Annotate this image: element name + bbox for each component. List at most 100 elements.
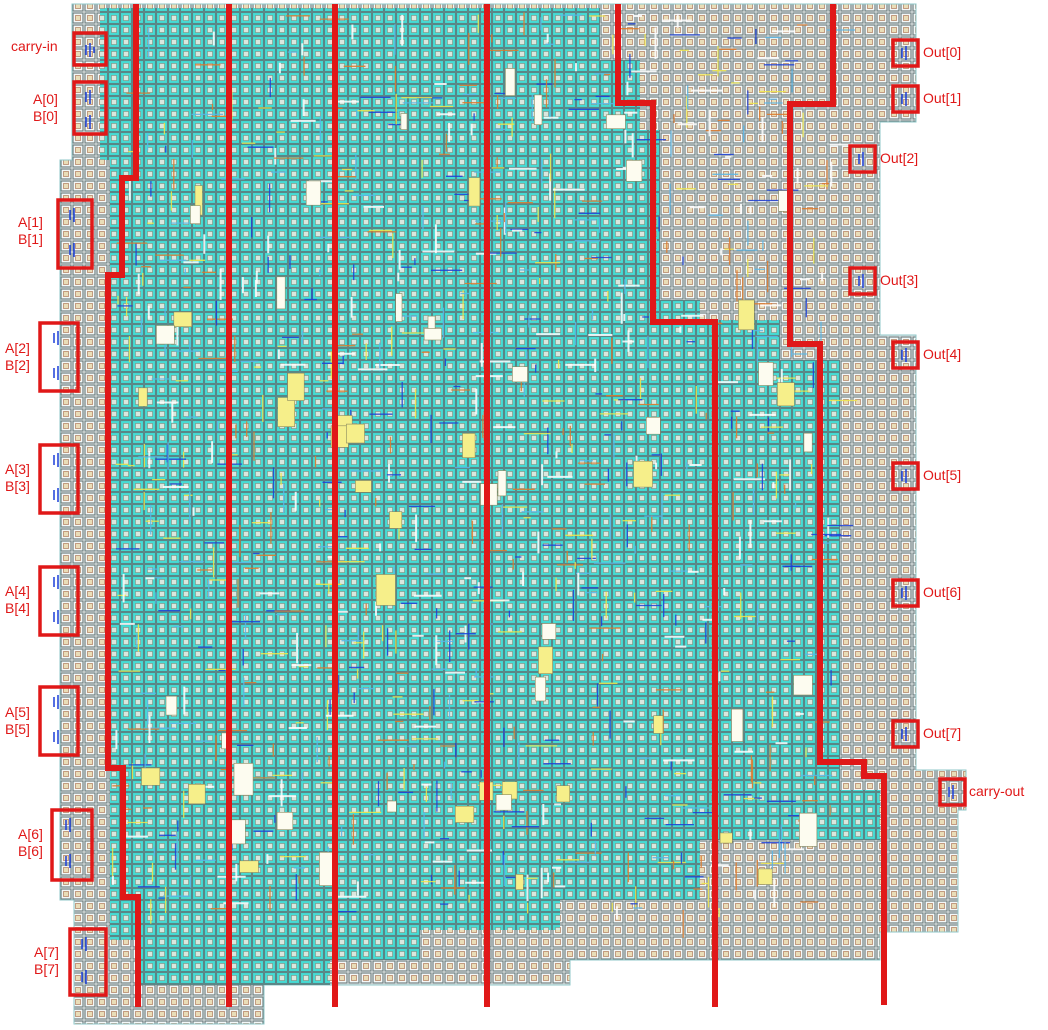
output-pin-1 <box>891 84 920 114</box>
cell-block <box>541 623 557 640</box>
input-pin-7 <box>68 927 108 997</box>
cell-block <box>276 811 294 830</box>
cell-block <box>375 574 396 606</box>
output-label-0: Out[0] <box>923 44 962 60</box>
input-pin-5 <box>38 685 80 757</box>
cell-block <box>793 674 813 696</box>
output-pin-4 <box>891 340 920 370</box>
cell-block <box>188 783 206 805</box>
partition-line-1 <box>105 4 141 1007</box>
input-label-4: A[4]B[4] <box>5 583 30 617</box>
cell-block <box>355 480 372 493</box>
input-label-0: A[0]B[0] <box>33 91 58 125</box>
cell-block <box>777 382 795 407</box>
output-pin-2 <box>848 144 877 174</box>
output-pins <box>848 38 967 807</box>
cell-block <box>389 511 403 529</box>
b4-label: B[4] <box>5 600 30 616</box>
cell-block <box>505 68 516 96</box>
input-label-7: A[7]B[7] <box>34 944 59 978</box>
carry-out-pin <box>938 777 967 807</box>
output-pin-6 <box>891 578 920 608</box>
output-pin-7 <box>891 719 920 749</box>
output-pin-3 <box>848 266 877 296</box>
a7-label: A[7] <box>34 944 59 960</box>
cell-block <box>653 715 664 734</box>
cell-block <box>633 460 653 488</box>
input-label-3: A[3]B[3] <box>5 461 30 495</box>
a3-label: A[3] <box>5 461 30 477</box>
cell-block <box>468 177 481 207</box>
cell-block <box>512 366 528 383</box>
input-label-5: A[5]B[5] <box>5 704 30 738</box>
cell-block <box>626 160 643 182</box>
pin-glyphs <box>53 43 954 984</box>
output-label-2: Out[2] <box>880 150 919 166</box>
output-label-1: Out[1] <box>923 90 962 106</box>
cell-block <box>495 794 512 811</box>
cell-block <box>141 767 161 786</box>
input-pin-0 <box>72 80 108 136</box>
input-pin-6 <box>50 808 94 882</box>
output-label-7: Out[7] <box>923 725 962 741</box>
cell-block <box>758 362 774 386</box>
output-pin-5 <box>891 461 920 491</box>
cell-block <box>757 868 773 885</box>
b6-label: B[6] <box>18 843 43 859</box>
cell-block <box>190 205 201 225</box>
cell-block <box>606 114 626 130</box>
cell-block <box>462 433 476 458</box>
cell-block <box>719 832 733 844</box>
cell-block <box>165 695 178 716</box>
b1-label: B[1] <box>18 231 43 247</box>
cell-block <box>454 805 475 823</box>
partition-lines <box>105 4 887 1007</box>
input-label-2: A[2]B[2] <box>5 340 30 374</box>
input-label-6: A[6]B[6] <box>18 826 43 860</box>
cell-block <box>386 800 397 813</box>
routing-layer <box>111 12 861 938</box>
a2-label: A[2] <box>5 340 30 356</box>
partition-line-5 <box>615 4 718 1007</box>
partition-line-6 <box>787 4 887 1005</box>
cell-block <box>239 860 259 873</box>
cell-block <box>534 94 543 126</box>
a5-label: A[5] <box>5 704 30 720</box>
input-pin-3 <box>38 443 80 515</box>
input-pins <box>38 31 108 997</box>
cell-block <box>395 293 403 322</box>
output-label-6: Out[6] <box>923 584 962 600</box>
cell-block <box>287 372 305 401</box>
b2-label: B[2] <box>5 357 30 373</box>
a0-label: A[0] <box>33 91 58 107</box>
cell-block <box>497 470 507 497</box>
a4-label: A[4] <box>5 583 30 599</box>
input-label-1: A[1]B[1] <box>18 214 43 248</box>
b7-label: B[7] <box>34 961 59 977</box>
input-pin-2 <box>38 321 80 393</box>
input-pin-4 <box>38 565 80 637</box>
cell-block <box>423 328 442 341</box>
cell-block <box>400 113 408 130</box>
a1-label: A[1] <box>18 214 43 230</box>
cell-block <box>803 432 813 453</box>
cell-block <box>556 785 570 803</box>
cell-block <box>233 763 254 796</box>
input-pin-1 <box>56 198 94 270</box>
carry-in-pin <box>72 31 108 67</box>
cell-block <box>534 676 546 702</box>
cell-block <box>156 325 175 345</box>
carry-in-label: carry-in <box>11 38 58 54</box>
cell-block <box>731 708 744 742</box>
output-label-4: Out[4] <box>923 346 962 362</box>
output-pin-0 <box>891 38 920 68</box>
cell-block <box>173 311 193 327</box>
cell-block <box>277 397 296 428</box>
cell-block <box>346 423 365 444</box>
cell-block <box>138 387 148 407</box>
output-label-3: Out[3] <box>880 272 919 288</box>
cell-block <box>276 276 286 310</box>
cell-block <box>738 299 755 331</box>
